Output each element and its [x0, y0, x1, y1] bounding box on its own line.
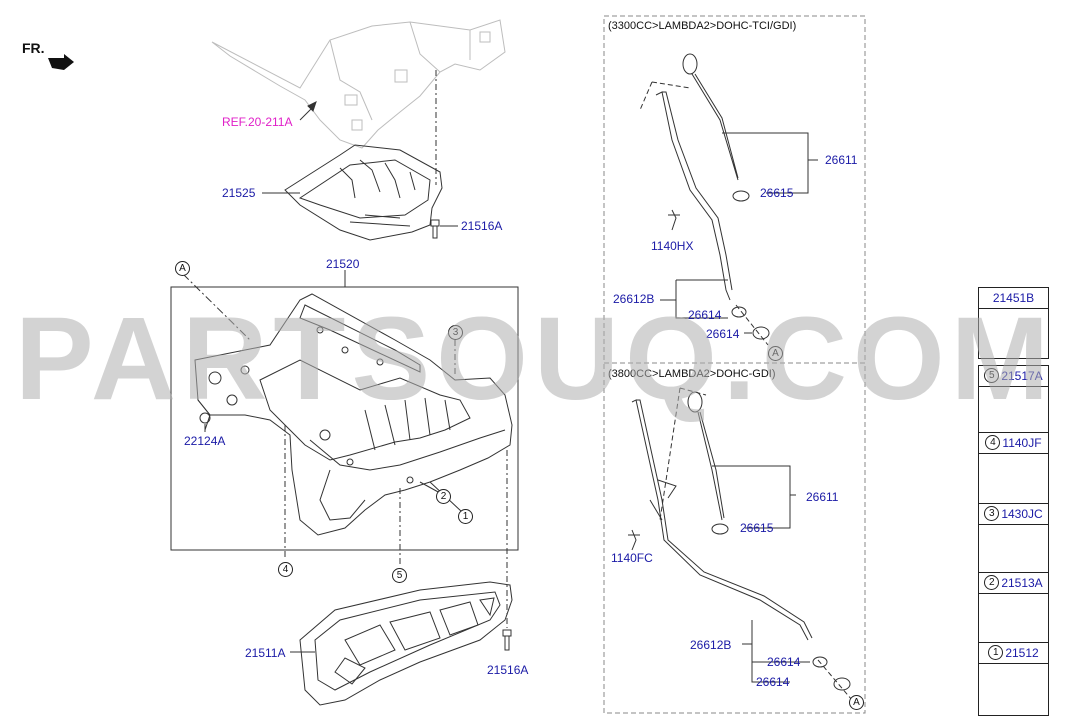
legend-part-number: 21512	[1005, 646, 1039, 660]
label-3800-oring-gauge[interactable]: 26615	[740, 521, 774, 535]
legend-callout: 4	[985, 435, 1001, 451]
reference-link[interactable]: REF.20-211A	[222, 115, 293, 129]
callout-3: 3	[448, 325, 463, 340]
callout-a: A	[175, 261, 190, 276]
legend-part-number: 21517A	[1001, 369, 1043, 383]
label-drain-plug-gasket[interactable]: 22124A	[184, 434, 226, 448]
callout-3800-a: A	[849, 695, 864, 710]
label-3800-guide[interactable]: 26612B	[690, 638, 732, 652]
label-3300-bolt[interactable]: 1140HX	[651, 239, 694, 253]
skid-plate-drawing	[284, 144, 443, 241]
legend-part-number: 1140JF	[1002, 436, 1042, 450]
lower-pan-drawing	[299, 581, 513, 706]
label-3300-oring-1[interactable]: 26614	[688, 308, 722, 322]
label-3800-bolt[interactable]: 1140FC	[611, 551, 653, 565]
label-bolt-bottom[interactable]: 21516A	[487, 663, 529, 677]
label-lower-pan[interactable]: 21511A	[245, 646, 286, 660]
legend-item-sealant[interactable]: 21451B	[978, 287, 1049, 359]
oil-pan-drawing	[194, 293, 513, 536]
legend-callout: 5	[984, 368, 1000, 384]
legend-callout: 3	[984, 506, 1000, 522]
section-title-3800: (3800CC>LAMBDA2>DOHC-GDI)	[608, 368, 776, 380]
callout-5: 5	[392, 568, 407, 583]
legend-part-number: 1430JC	[1001, 507, 1043, 521]
dipstick-3300-drawing	[639, 53, 770, 346]
callout-2: 2	[436, 489, 451, 504]
label-3800-gauge[interactable]: 26611	[806, 490, 839, 504]
label-3300-guide[interactable]: 26612B	[613, 292, 655, 306]
front-arrow-icon	[48, 54, 74, 70]
callout-1: 1	[458, 509, 473, 524]
label-oil-pan-assy[interactable]: 21520	[326, 257, 360, 271]
dipstick-3800-drawing	[628, 387, 853, 701]
callout-4: 4	[278, 562, 293, 577]
callout-3300-a: A	[768, 346, 783, 361]
label-bolt-top[interactable]: 21516A	[461, 219, 503, 233]
orientation-label: FR.	[22, 40, 45, 56]
legend-part-number: 21513A	[1001, 576, 1043, 590]
label-3300-gauge[interactable]: 26611	[825, 153, 858, 167]
label-3300-oring-gauge[interactable]: 26615	[760, 186, 794, 200]
section-title-3300: (3300CC>LAMBDA2>DOHC-TCI/GDI)	[608, 20, 797, 32]
label-3300-oring-2[interactable]: 26614	[706, 327, 740, 341]
legend-callout: 2	[984, 575, 1000, 591]
legend-callout: 1	[988, 645, 1004, 661]
label-3800-oring-1[interactable]: 26614	[767, 655, 801, 669]
bolt-top-drawing	[430, 219, 440, 239]
label-3800-oring-2[interactable]: 26614	[756, 675, 790, 689]
label-skid-plate[interactable]: 21525	[222, 186, 256, 200]
legend-part-number: 21451B	[992, 291, 1035, 305]
